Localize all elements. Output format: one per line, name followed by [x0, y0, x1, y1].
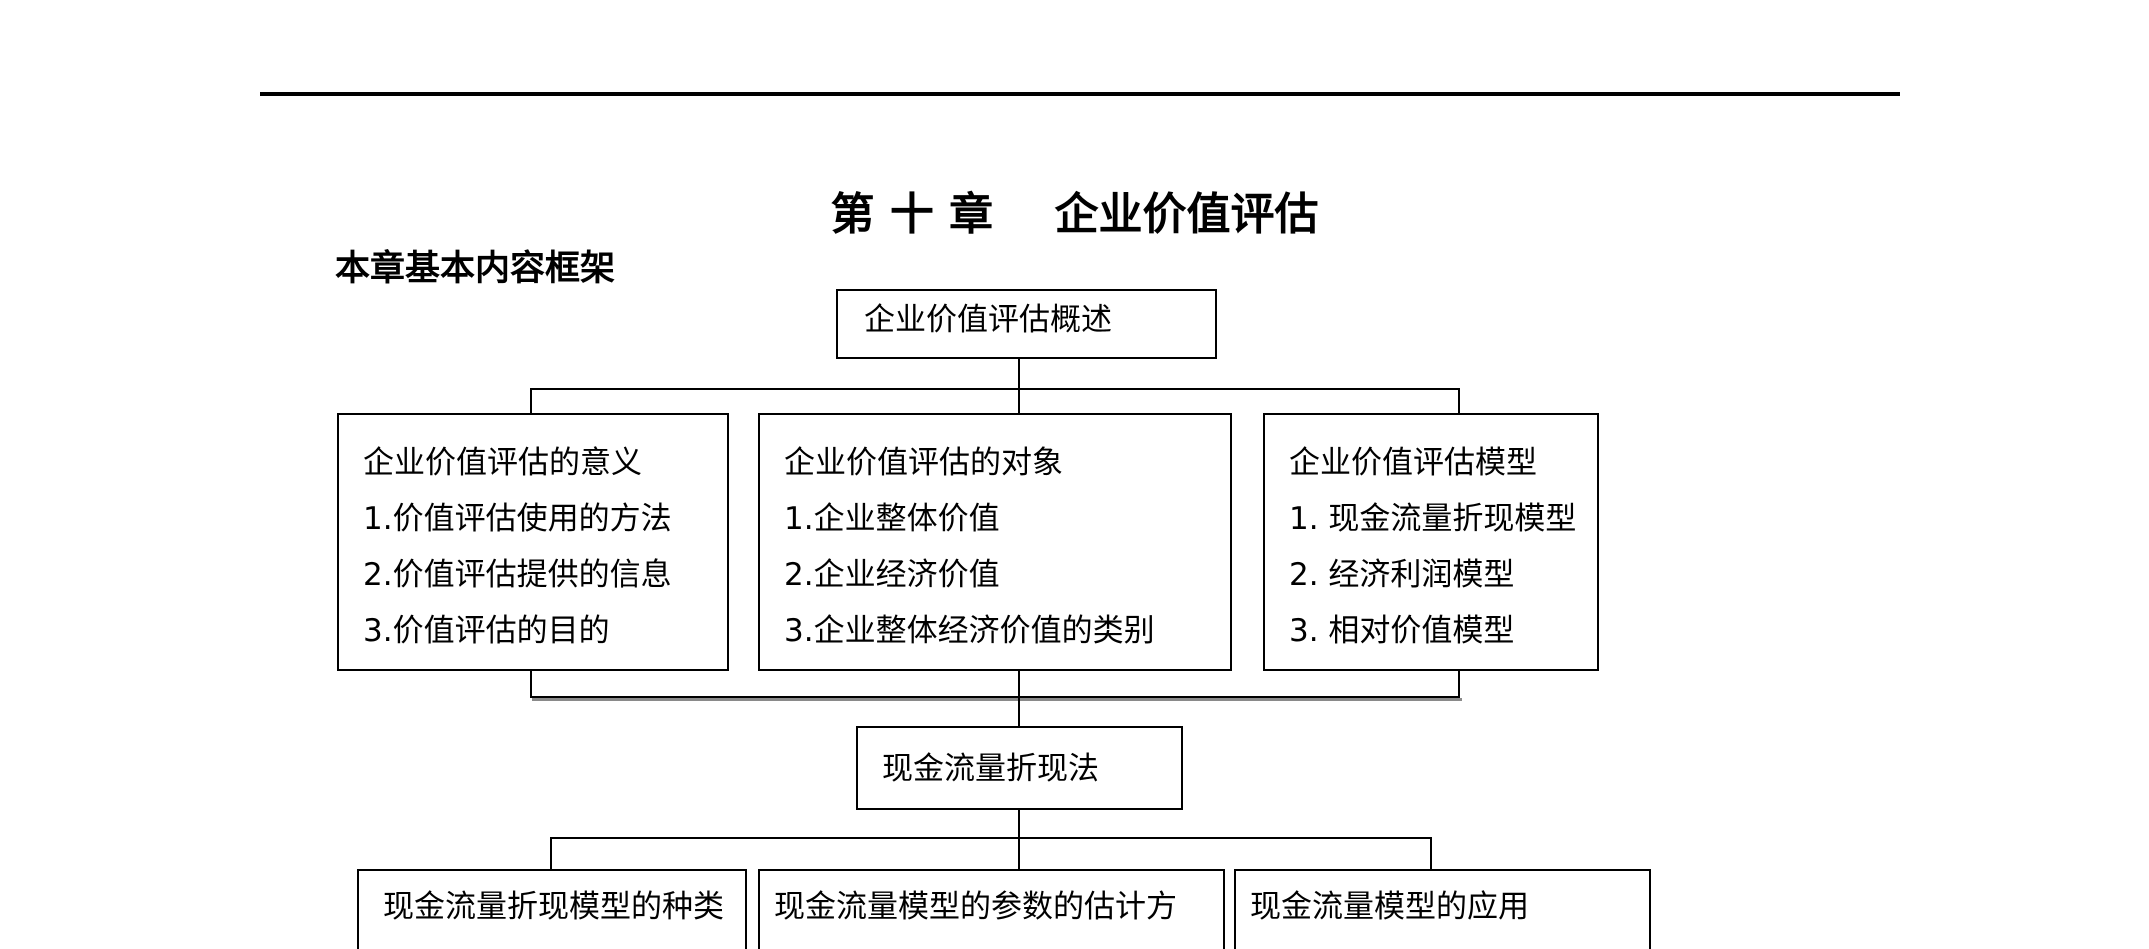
- connector: [1430, 837, 1432, 869]
- middle-node: 现金流量折现法: [856, 726, 1183, 810]
- connector: [1018, 359, 1020, 389]
- connector: [1458, 388, 1460, 413]
- root-node-label: 企业价值评估概述: [864, 302, 1112, 338]
- connector: [1458, 671, 1460, 698]
- node-item: 3. 相对价值模型: [1289, 613, 1515, 649]
- connector: [1018, 837, 1020, 869]
- connector: [530, 388, 1460, 390]
- node-item: 1.价值评估使用的方法: [363, 501, 672, 537]
- node-item: 1. 现金流量折现模型: [1289, 501, 1577, 537]
- node-title: 现金流量模型的应用: [1250, 889, 1529, 925]
- connector: [1018, 671, 1020, 726]
- node-item: 1.企业整体价值: [784, 501, 1000, 537]
- level2-node-types: 现金流量折现模型的种类: [357, 869, 747, 949]
- section-heading: 本章基本内容框架: [335, 248, 616, 289]
- node-title: 企业价值评估的意义: [363, 445, 642, 481]
- chapter-title: 第 十 章 企业价值评估: [830, 189, 1319, 240]
- level1-node-object: 企业价值评估的对象 1.企业整体价值 2.企业经济价值 3.企业整体经济价值的类…: [758, 413, 1232, 671]
- connector: [530, 388, 532, 413]
- connector: [530, 671, 532, 698]
- node-title: 现金流量折现模型的种类: [383, 889, 724, 925]
- connector: [530, 696, 1460, 698]
- node-item: 2. 经济利润模型: [1289, 557, 1515, 593]
- connector: [550, 837, 1432, 839]
- node-item: 2.企业经济价值: [784, 557, 1000, 593]
- connector-shadow: [532, 698, 1462, 701]
- node-item: 3.价值评估的目的: [363, 613, 610, 649]
- middle-node-label: 现金流量折现法: [882, 751, 1099, 787]
- connector: [550, 837, 552, 869]
- header-rule: [260, 92, 1900, 96]
- node-title: 现金流量模型的参数的估计方: [774, 889, 1177, 925]
- node-item: 3.企业整体经济价值的类别: [784, 613, 1155, 649]
- level2-node-application: 现金流量模型的应用: [1234, 869, 1651, 949]
- level2-node-parameters: 现金流量模型的参数的估计方: [758, 869, 1225, 949]
- level1-node-significance: 企业价值评估的意义 1.价值评估使用的方法 2.价值评估提供的信息 3.价值评估…: [337, 413, 729, 671]
- node-title: 企业价值评估模型: [1289, 445, 1537, 481]
- connector: [1018, 388, 1020, 413]
- level1-node-model: 企业价值评估模型 1. 现金流量折现模型 2. 经济利润模型 3. 相对价值模型: [1263, 413, 1599, 671]
- root-node: 企业价值评估概述: [836, 289, 1217, 359]
- node-title: 企业价值评估的对象: [784, 445, 1063, 481]
- connector: [1018, 810, 1020, 838]
- node-item: 2.价值评估提供的信息: [363, 557, 672, 593]
